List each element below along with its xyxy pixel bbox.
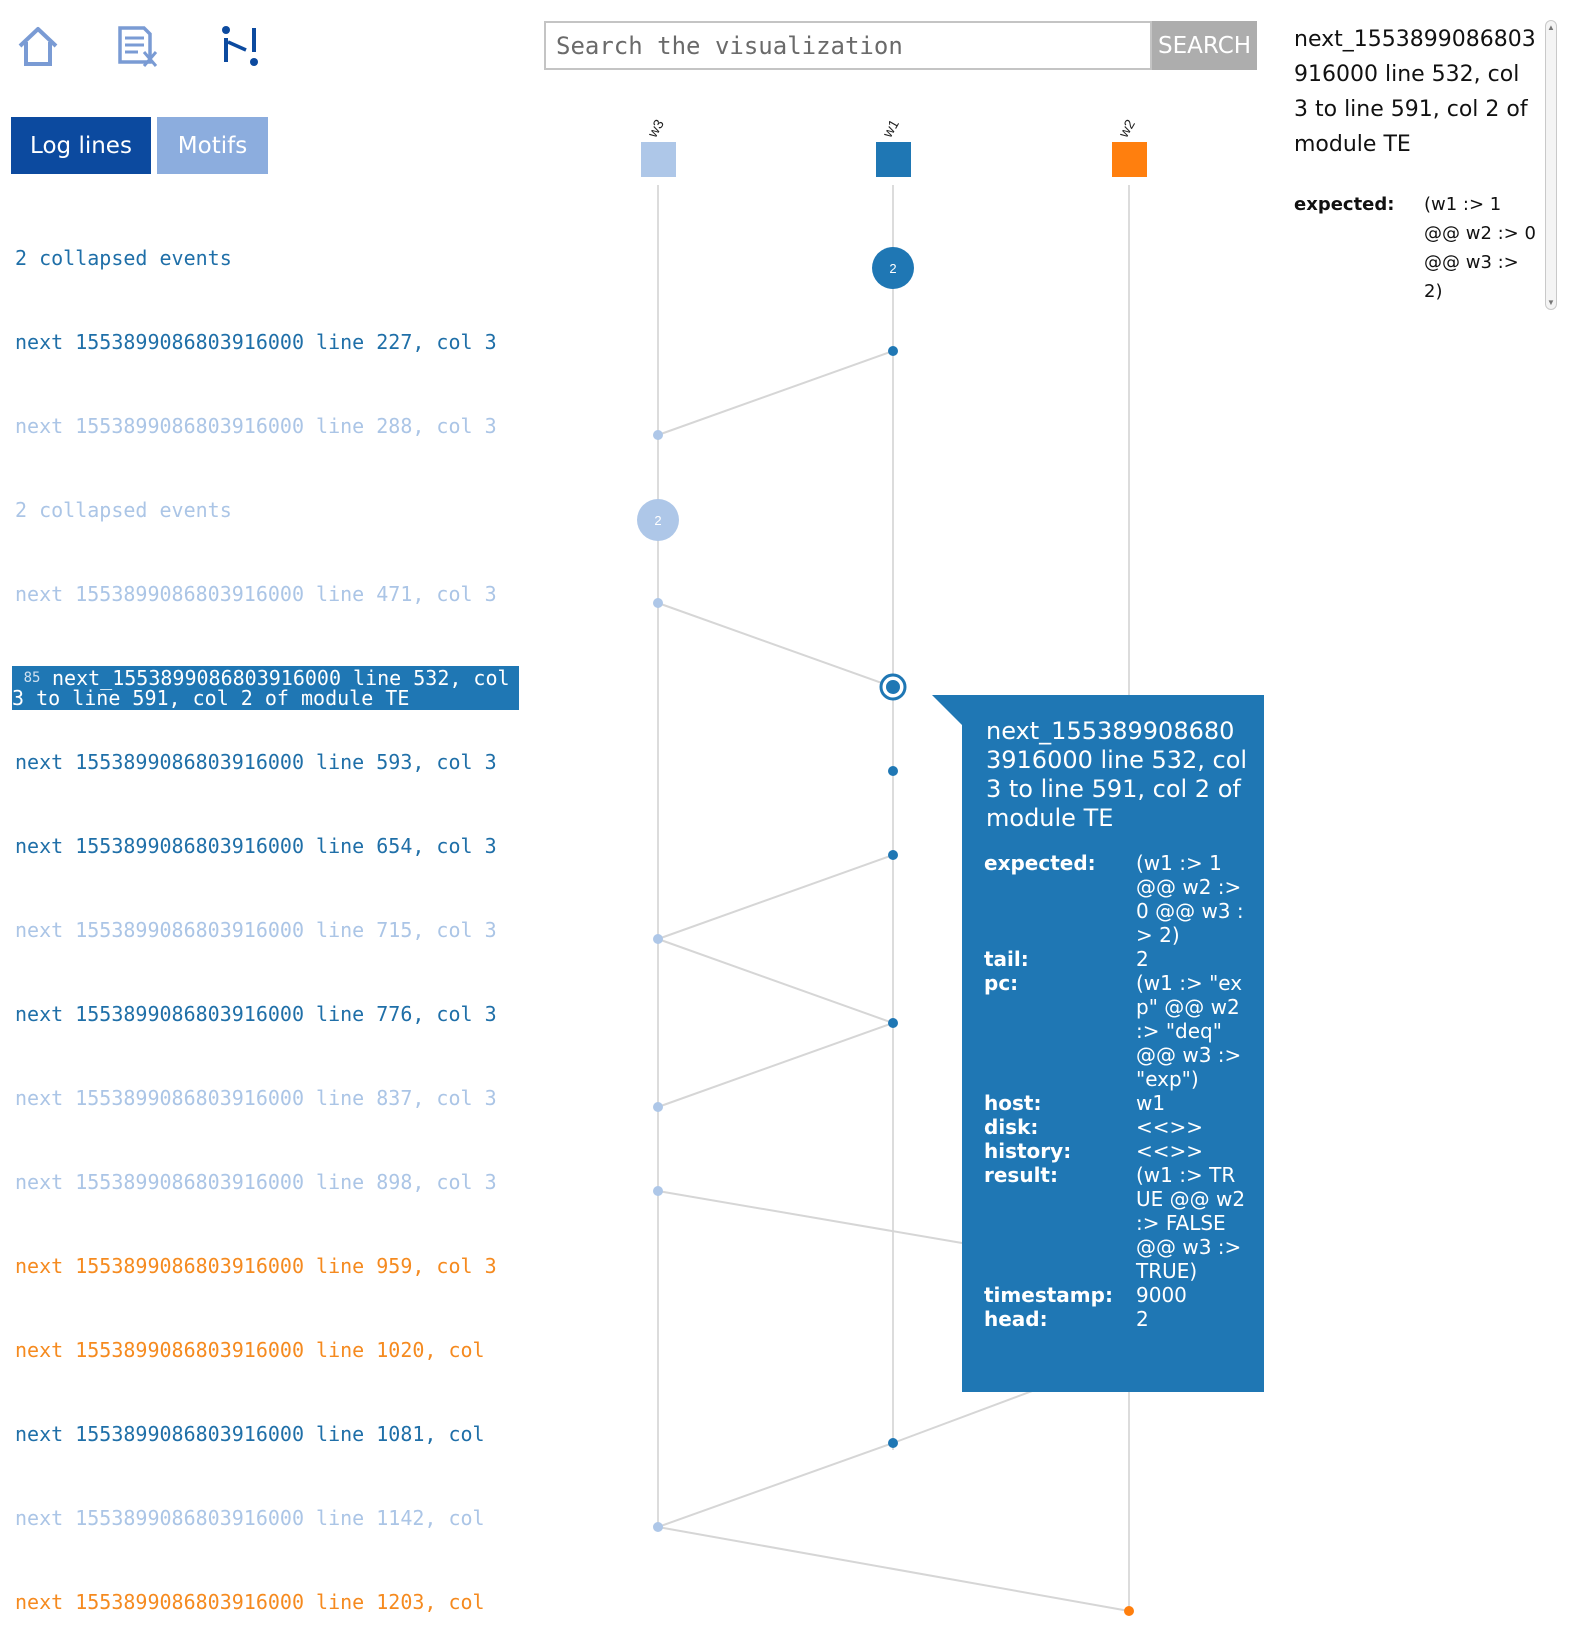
tooltip-arrow — [932, 695, 962, 725]
collapsed-count-w1: 2 — [889, 261, 896, 276]
tab-log-lines[interactable]: Log lines — [11, 117, 151, 174]
log-line-collapsed[interactable]: 2 collapsed events — [15, 498, 232, 522]
side-panel-key: expected: — [1294, 194, 1395, 215]
side-panel-fields: expected: (w1 :> 1 @@ w2 :> 0 @@ w3 :> 2… — [1294, 190, 1538, 306]
tooltip-value: (w1 :> "exp" @@ w2 :> "deq" @@ w3 :> "ex… — [1136, 971, 1243, 1091]
tooltip-key: timestamp: — [984, 1283, 1113, 1307]
event-dot-w3[interactable] — [653, 598, 663, 608]
tooltip-value: <<>> — [1136, 1115, 1204, 1139]
host-box-w3[interactable] — [641, 142, 676, 177]
log-line[interactable]: next 1553899086803916000 line 959, col 3 — [15, 1254, 497, 1278]
search-button[interactable]: SEARCH — [1152, 21, 1257, 70]
tooltip-key: head: — [984, 1307, 1048, 1331]
tooltip-key: history: — [984, 1139, 1072, 1163]
tooltip-key: expected: — [984, 851, 1096, 875]
log-line[interactable]: next 1553899086803916000 line 1142, col — [15, 1506, 485, 1530]
log-line[interactable]: next 1553899086803916000 line 898, col 3 — [15, 1170, 497, 1194]
side-panel-title: next_1553899086803916000 line 532, col 3… — [1294, 27, 1536, 157]
event-dot-w1[interactable] — [888, 850, 898, 860]
log-line-selected-text: next_1553899086803916000 line 532, col 3… — [12, 666, 510, 710]
side-panel-scrollbar[interactable]: ▲ ▼ — [1545, 20, 1557, 310]
log-line[interactable]: next 1553899086803916000 line 654, col 3 — [15, 834, 497, 858]
host-box-w2[interactable] — [1112, 142, 1147, 177]
log-line-number: 85 — [23, 670, 41, 686]
tab-motifs[interactable]: Motifs — [157, 117, 268, 174]
home-icon[interactable] — [14, 22, 62, 70]
tooltip-value: 2 — [1136, 947, 1149, 971]
motif-graph-icon[interactable] — [216, 22, 264, 70]
search-input[interactable] — [544, 21, 1152, 70]
event-dot-w3[interactable] — [653, 1186, 663, 1196]
event-dot-w3[interactable] — [653, 430, 663, 440]
tooltip-key: disk: — [984, 1115, 1039, 1139]
tooltip-key: tail: — [984, 947, 1029, 971]
host-box-w1[interactable] — [876, 142, 911, 177]
log-line[interactable]: next 1553899086803916000 line 471, col 3 — [15, 582, 497, 606]
event-dot-w3[interactable] — [653, 1522, 663, 1532]
event-details-panel: next_1553899086803916000 line 532, col 3… — [1294, 22, 1538, 306]
tooltip-key: host: — [984, 1091, 1042, 1115]
collapsed-count-w3: 2 — [654, 513, 661, 528]
tooltip-key: pc: — [984, 971, 1019, 995]
log-line[interactable]: next 1553899086803916000 line 837, col 3 — [15, 1086, 497, 1110]
event-dot-w1[interactable] — [888, 1018, 898, 1028]
scroll-up-arrow-icon[interactable]: ▲ — [1547, 23, 1555, 32]
scroll-down-arrow-icon[interactable]: ▼ — [1547, 298, 1555, 307]
log-line[interactable]: next 1553899086803916000 line 288, col 3 — [15, 414, 497, 438]
log-line[interactable]: next 1553899086803916000 line 1203, col — [15, 1590, 485, 1614]
tooltip-title: next_1553899086803916000 line 532, col 3… — [986, 717, 1248, 832]
tooltip-value: (w1 :> TRUE @@ w2 :> FALSE @@ w3 :> TRUE… — [1136, 1163, 1246, 1283]
event-dot-w2[interactable] — [1124, 1606, 1134, 1616]
event-dot-selected[interactable] — [886, 680, 900, 694]
log-line[interactable]: next 1553899086803916000 line 1020, col — [15, 1338, 485, 1362]
log-line[interactable]: next 1553899086803916000 line 593, col 3 — [15, 750, 497, 774]
event-tooltip: next_1553899086803916000 line 532, col 3… — [962, 695, 1264, 1392]
collapsed-node-w1[interactable] — [872, 247, 914, 289]
log-line-collapsed[interactable]: 2 collapsed events — [15, 246, 232, 270]
log-line[interactable]: next 1553899086803916000 line 776, col 3 — [15, 1002, 497, 1026]
tooltip-value: 2 — [1136, 1307, 1149, 1331]
log-line[interactable]: next 1553899086803916000 line 715, col 3 — [15, 918, 497, 942]
event-dot-w3[interactable] — [653, 1102, 663, 1112]
log-line[interactable]: next 1553899086803916000 line 1081, col — [15, 1422, 485, 1446]
tooltip-value: <<>> — [1136, 1139, 1204, 1163]
message-lines — [657, 350, 1130, 1612]
event-dot-w1[interactable] — [888, 346, 898, 356]
event-dot-w1[interactable] — [888, 1438, 898, 1448]
tooltip-fields: expected: (w1 :> 1 @@ w2 :> 0 @@ w3 :> 2… — [984, 851, 1248, 1331]
tooltip-key: result: — [984, 1163, 1058, 1187]
event-dot-w1[interactable] — [888, 766, 898, 776]
tooltip-value: (w1 :> 1 @@ w2 :> 0 @@ w3 :> 2) — [1136, 851, 1244, 947]
collapsed-node-w3[interactable] — [637, 499, 679, 541]
tooltip-value: w1 — [1136, 1091, 1166, 1115]
log-file-icon[interactable] — [114, 22, 162, 70]
tooltip-value: 9000 — [1136, 1283, 1187, 1307]
log-line[interactable]: next 1553899086803916000 line 227, col 3 — [15, 330, 497, 354]
event-dot-w3[interactable] — [653, 934, 663, 944]
side-panel-value: (w1 :> 1 @@ w2 :> 0 @@ w3 :> 2) — [1424, 194, 1536, 302]
